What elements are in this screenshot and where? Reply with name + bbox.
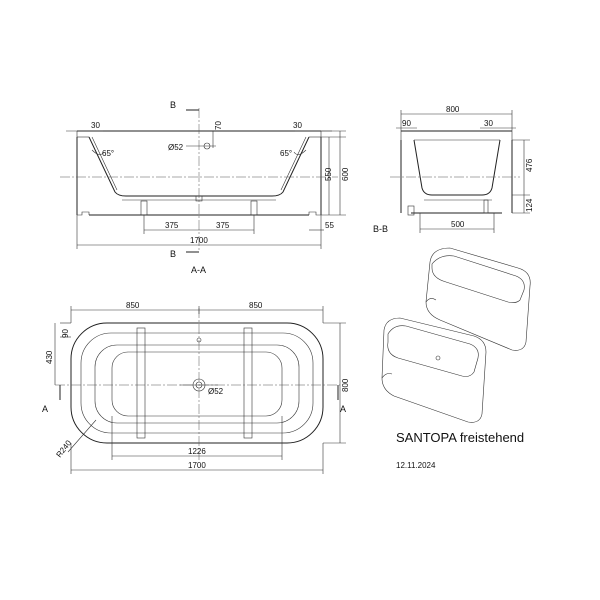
dim-30-right: 30 (293, 121, 302, 130)
dim-124: 124 (525, 198, 534, 212)
section-a-a: B B A-A 30 30 65° 65° Ø52 70 550 600 375… (60, 100, 350, 275)
dim-600: 600 (341, 167, 350, 181)
slat-left (136, 327, 146, 439)
dim-850-right: 850 (249, 301, 263, 310)
section-label-b-b: B-B (373, 224, 388, 234)
slat-right (243, 327, 253, 439)
section-b-b: B-B 800 90 30 476 124 500 (373, 105, 534, 234)
dim-30-bb: 30 (484, 119, 493, 128)
dim-90-plan: 90 (61, 329, 70, 338)
dim-500: 500 (451, 220, 465, 229)
product-title: SANTOPA freistehend (396, 430, 524, 445)
marker-a-right: A (340, 404, 346, 414)
drain-diameter-aa: Ø52 (168, 143, 184, 152)
dim-375-right: 375 (216, 221, 230, 230)
drawing-date: 12.11.2024 (396, 461, 436, 470)
dim-430: 430 (45, 350, 54, 364)
dim-800-bb: 800 (446, 105, 460, 114)
dim-55: 55 (325, 221, 334, 230)
marker-a-left: A (42, 404, 48, 414)
marker-b-bottom: B (170, 249, 176, 259)
dim-800-plan: 800 (341, 378, 350, 392)
marker-b-top: B (170, 100, 176, 110)
dim-1226: 1226 (188, 447, 206, 456)
dim-30-left: 30 (91, 121, 100, 130)
dim-850-left: 850 (126, 301, 140, 310)
plan-view: Ø52 850 850 90 430 800 A A R240 12 (42, 301, 350, 474)
angle-right: 65° (280, 149, 292, 158)
angle-left: 65° (102, 149, 114, 158)
dim-70: 70 (214, 121, 223, 130)
section-label-a-a: A-A (191, 265, 206, 275)
dim-550: 550 (324, 167, 333, 181)
dim-90-bb: 90 (402, 119, 411, 128)
dim-375-left: 375 (165, 221, 179, 230)
dim-1700-aa: 1700 (190, 236, 208, 245)
dim-1700-plan: 1700 (188, 461, 206, 470)
perspective-view-back (425, 247, 531, 351)
dim-476: 476 (525, 158, 534, 172)
drain-diameter-plan: Ø52 (208, 387, 224, 396)
perspective-view-front (381, 317, 487, 423)
